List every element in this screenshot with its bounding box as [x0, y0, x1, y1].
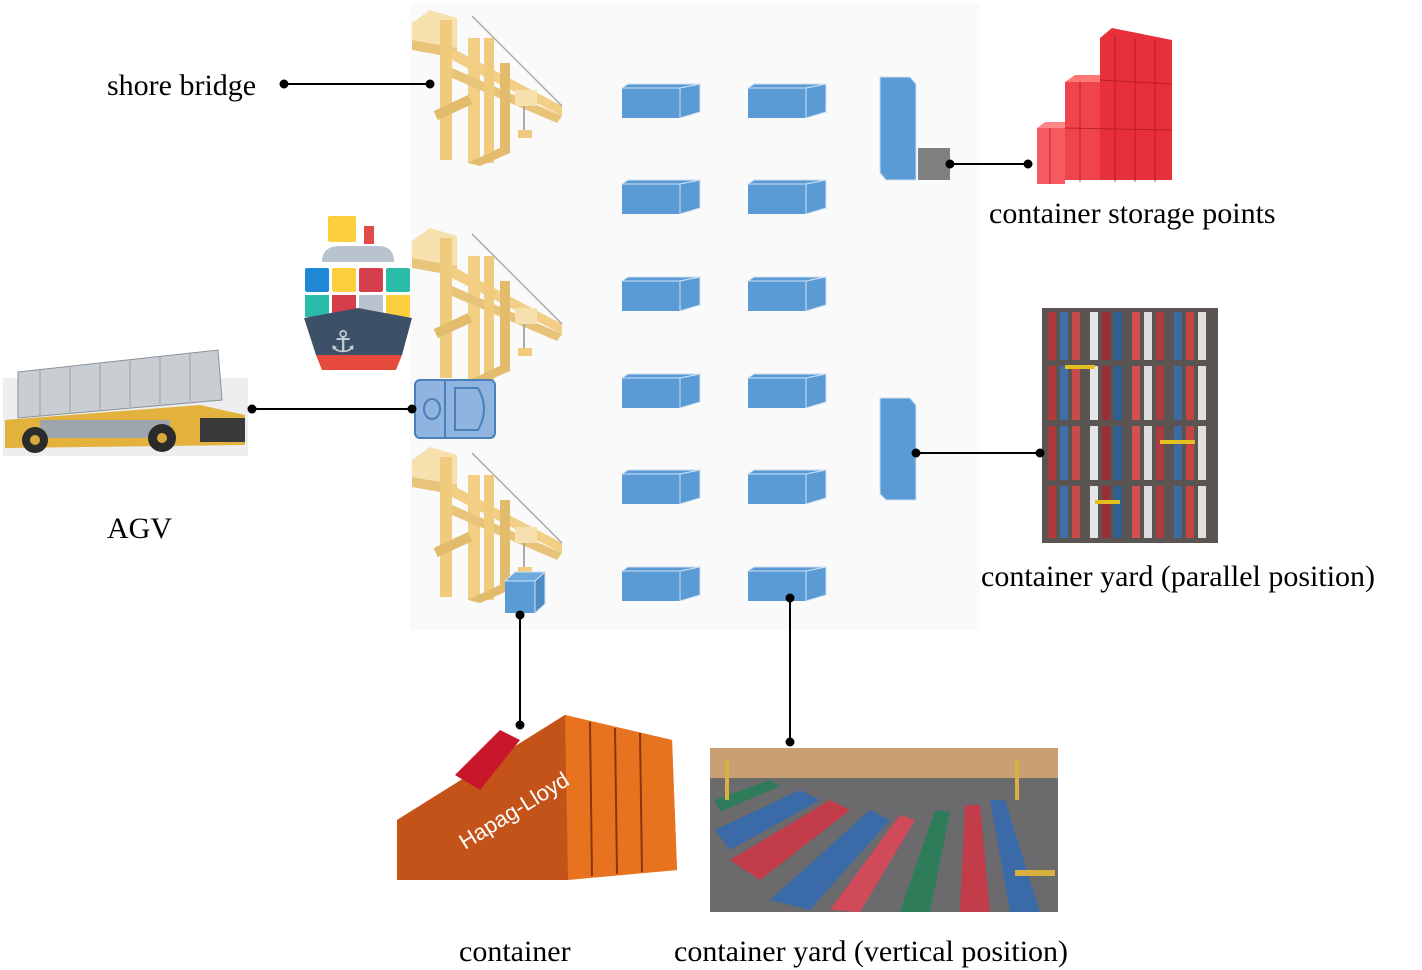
container-block-icon — [747, 83, 827, 119]
label-container: container — [459, 935, 571, 968]
container-yard-parallel-photo — [1042, 308, 1218, 543]
label-container-storage-points: container storage points — [989, 197, 1276, 230]
container-storage-photo — [1037, 28, 1173, 184]
container-ship-icon: ⚓ — [304, 216, 412, 370]
container-block-icon — [747, 276, 827, 312]
container-block-icon — [747, 179, 827, 215]
connectors — [247, 79, 1045, 747]
container-block-icon — [621, 179, 701, 215]
container-block-icon — [621, 276, 701, 312]
label-shore-bridge: shore bridge — [107, 69, 256, 102]
storage-point — [918, 148, 950, 180]
container-block-icon — [747, 373, 827, 409]
container-block-icon — [621, 469, 701, 505]
container-block-icon — [621, 373, 701, 409]
label-container-yard-parallel: container yard (parallel position) — [981, 560, 1375, 593]
svg-text:⚓: ⚓ — [330, 325, 357, 360]
label-agv: AGV — [107, 512, 172, 545]
storage-block — [879, 76, 950, 181]
container-block-icon — [621, 83, 701, 119]
label-container-yard-vertical: container yard (vertical position) — [674, 935, 1068, 968]
agv-topview-icon — [414, 379, 496, 439]
container-cube-icon — [503, 570, 547, 615]
container-photo: Hapag-Lloyd — [397, 715, 677, 880]
container-block-icon — [747, 469, 827, 505]
agv-photo — [3, 349, 248, 456]
container-block-icon — [621, 566, 701, 602]
container-yard-vertical-photo — [710, 748, 1058, 912]
parallel-block — [879, 397, 917, 501]
